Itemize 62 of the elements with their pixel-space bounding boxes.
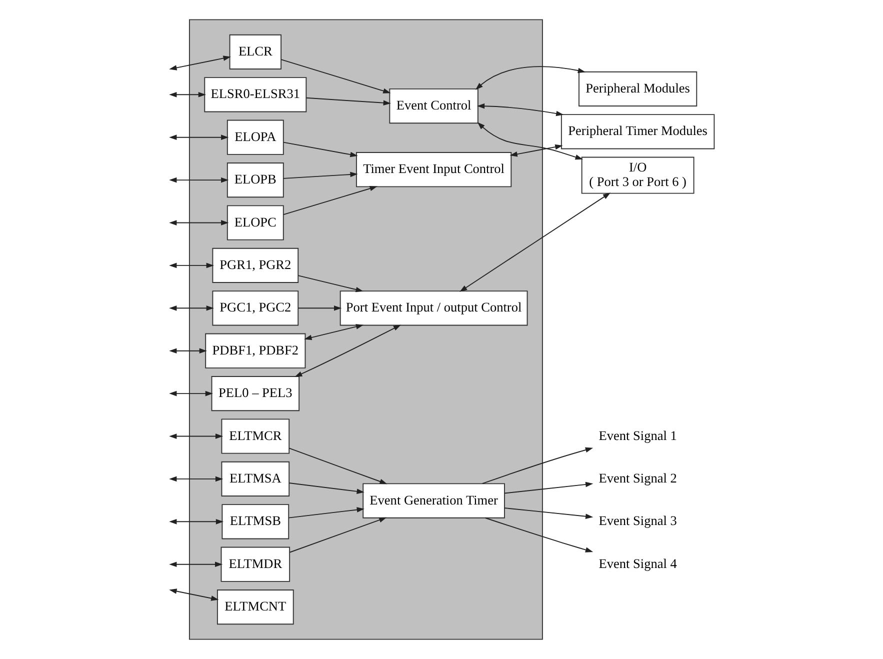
arrow (168, 476, 223, 482)
node-box: ELSR0-ELSR31 (204, 77, 306, 112)
node-text: Event Signal 1 (598, 428, 676, 443)
node-box: ELTMSB (221, 504, 289, 540)
arrow (282, 142, 358, 158)
arrow (168, 220, 228, 226)
arrow (168, 562, 222, 568)
node-text: Event Signal 2 (598, 470, 676, 486)
node-box: PEL0 – PEL3 (210, 376, 300, 412)
node-box: ELOPB (226, 162, 284, 198)
arrow (168, 262, 214, 268)
cluster (188, 19, 542, 640)
node-box: Event Control (388, 88, 478, 124)
arrow (288, 448, 387, 484)
arrow (168, 56, 230, 70)
arrow (476, 122, 582, 160)
arrow (459, 192, 610, 292)
arrow (304, 324, 364, 340)
arrow (168, 305, 214, 311)
arrow (305, 97, 390, 106)
arrow (280, 59, 390, 94)
node-box: ELCR (228, 34, 281, 70)
node-box: I/O ( Port 3 or Port 6 ) (580, 156, 694, 194)
arrow (168, 588, 218, 601)
node-box: ELTMDR (220, 546, 290, 582)
node-box: Timer Event Input Control (355, 152, 512, 188)
node-box: ELTMCNT (216, 590, 294, 625)
arrow (294, 324, 401, 378)
node-text: Event Signal 4 (598, 556, 676, 571)
arrow (481, 447, 593, 484)
node-box: ELOPC (226, 205, 284, 240)
arrow (168, 434, 223, 439)
arrow (297, 305, 342, 311)
node-box: ELTMSA (220, 461, 290, 497)
arrow (168, 519, 224, 524)
arrow (288, 482, 364, 494)
arrow (484, 517, 593, 552)
node-box: Port Event Input / output Control (339, 290, 528, 326)
arrow (504, 508, 593, 519)
node-box: Peripheral Timer Modules (560, 114, 714, 150)
node-box: PGC1, PGC2 (212, 290, 298, 326)
arrow (288, 507, 364, 518)
arrow (282, 172, 358, 179)
arrow (288, 517, 386, 553)
node-box: Peripheral Modules (578, 71, 697, 106)
arrow (168, 390, 212, 396)
arrow (297, 275, 363, 292)
arrow (168, 177, 228, 183)
node-box: Event Generation Timer (362, 483, 504, 518)
node-box: PDBF1, PDBF2 (204, 333, 306, 368)
arrow (168, 92, 206, 98)
node-text: Event Signal 3 (598, 513, 676, 528)
arrow (476, 103, 564, 116)
arrow (474, 66, 586, 90)
arrow (168, 348, 206, 354)
arrow (504, 482, 593, 494)
arrow (282, 186, 377, 216)
node-box: ELOPA (226, 120, 284, 155)
node-box: ELTMCR (220, 418, 290, 454)
node-box: PGR1, PGR2 (212, 248, 298, 283)
arrow (509, 144, 562, 157)
arrow (168, 134, 228, 140)
